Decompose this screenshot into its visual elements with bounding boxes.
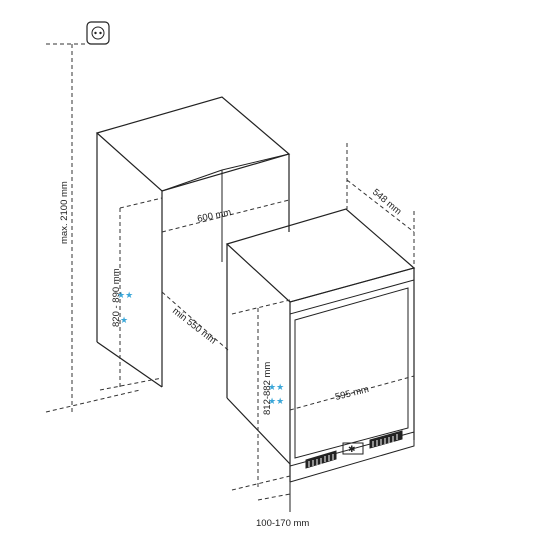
- appliance-width-dimension: [289, 375, 415, 411]
- svg-text:★: ★: [120, 316, 128, 326]
- niche-width-label: 600 mm: [196, 207, 232, 225]
- niche-width-dimension: [161, 199, 290, 233]
- svg-text:★★: ★★: [268, 397, 284, 407]
- niche-height-dimension: [99, 197, 163, 391]
- svg-text:★★: ★★: [268, 383, 284, 393]
- max-height-dimension: [45, 43, 141, 413]
- appliance-width-label: 595 mm: [334, 384, 370, 403]
- plinth-height-dimension: [257, 482, 291, 512]
- appliance-height-dimension: [231, 299, 291, 491]
- plinth-vent-right: [369, 430, 403, 449]
- cabinet-niche: [95, 96, 291, 388]
- star-rating-icon: ★★ ★: [117, 291, 133, 326]
- appliance-height-label: 812-882 mm: [262, 362, 273, 415]
- plinth-height-label: 100-170 mm: [256, 518, 309, 529]
- appliance-star-rating-icon: ★★ ★★: [268, 383, 284, 407]
- niche-depth-dimension: [161, 291, 229, 351]
- niche-depth-label: min 550 mm: [170, 306, 218, 347]
- appliance-depth-dimension: [346, 143, 415, 268]
- snowflake-icon: ✱: [342, 442, 364, 455]
- power-socket-icon: [86, 21, 110, 45]
- svg-text:★★: ★★: [117, 291, 133, 301]
- svg-text:✱: ✱: [348, 445, 356, 455]
- max-height-label: max. 2100 mm: [59, 181, 70, 244]
- plinth-vent-left: [305, 450, 337, 469]
- niche-height-label: 820 - 890 mm: [111, 268, 122, 327]
